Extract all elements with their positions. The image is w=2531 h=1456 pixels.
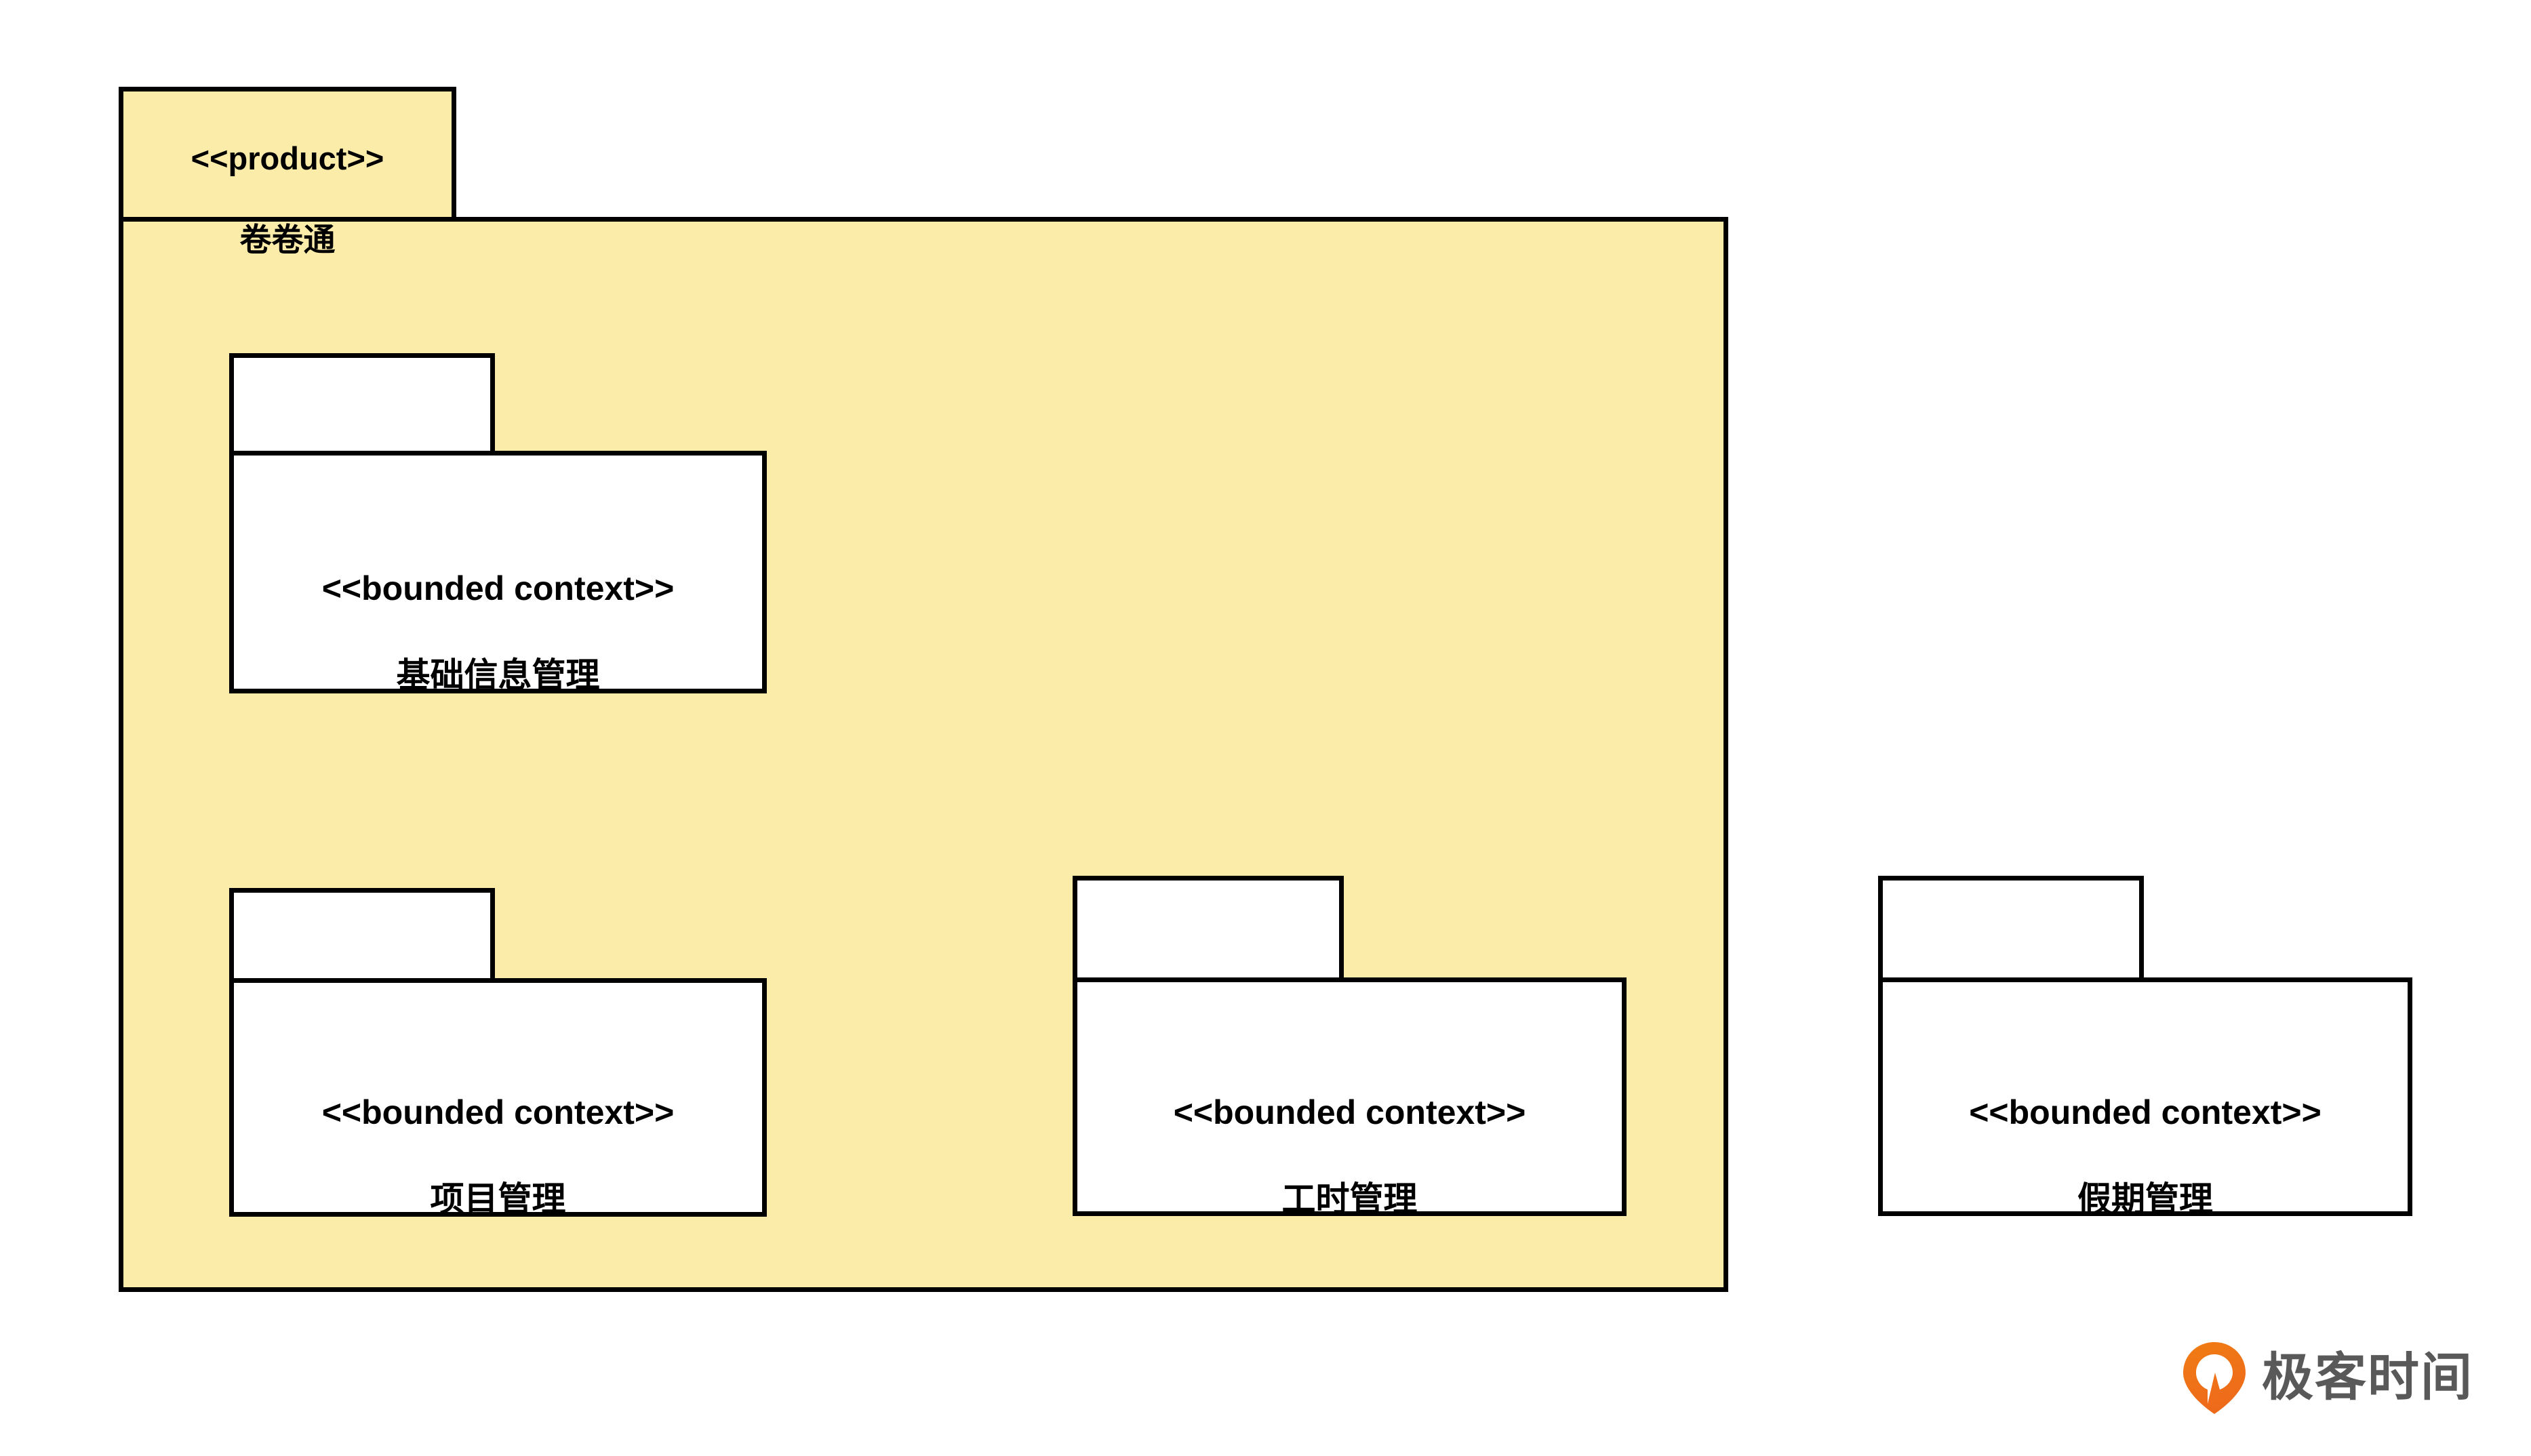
bounded-context-basic-info-body bbox=[229, 451, 767, 693]
bounded-context-worktime-tab bbox=[1073, 876, 1344, 982]
brand-name: 极客时间 bbox=[2262, 1349, 2473, 1407]
bounded-context-project-tab bbox=[229, 888, 495, 983]
bounded-context-worktime-name: 工时管理 bbox=[1281, 1180, 1418, 1218]
product-package-label: <<product>> 卷卷通 bbox=[119, 98, 456, 302]
bounded-context-worktime-body bbox=[1073, 977, 1627, 1216]
bounded-context-worktime-label: <<bounded context>> 工时管理 bbox=[1073, 1047, 1627, 1264]
product-name: 卷卷通 bbox=[239, 222, 336, 258]
product-package-tab bbox=[119, 87, 456, 222]
bounded-context-leave-label: <<bounded context>> 假期管理 bbox=[1878, 1047, 2412, 1264]
bounded-context-project-body bbox=[229, 978, 767, 1217]
bounded-context-leave-stereotype: <<bounded context>> bbox=[1969, 1093, 2321, 1131]
bounded-context-leave-body bbox=[1878, 977, 2412, 1216]
bounded-context-basic-info-label: <<bounded context>> 基础信息管理 bbox=[229, 523, 767, 740]
bounded-context-basic-info-stereotype: <<bounded context>> bbox=[321, 569, 675, 607]
bounded-context-basic-info-tab bbox=[229, 353, 495, 456]
bounded-context-project-label: <<bounded context>> 项目管理 bbox=[229, 1047, 767, 1264]
bounded-context-project-stereotype: <<bounded context>> bbox=[321, 1093, 675, 1131]
bounded-context-leave-name: 假期管理 bbox=[2077, 1180, 2213, 1218]
brand-watermark: 极客时间 bbox=[2182, 1341, 2473, 1415]
bounded-context-project-name: 项目管理 bbox=[430, 1180, 566, 1218]
bounded-context-worktime-stereotype: <<bounded context>> bbox=[1173, 1093, 1526, 1131]
bounded-context-basic-info-name: 基础信息管理 bbox=[396, 656, 600, 694]
product-stereotype: <<product>> bbox=[191, 140, 384, 177]
bounded-context-leave-tab bbox=[1878, 876, 2144, 982]
geektime-logo-icon bbox=[2182, 1341, 2247, 1415]
